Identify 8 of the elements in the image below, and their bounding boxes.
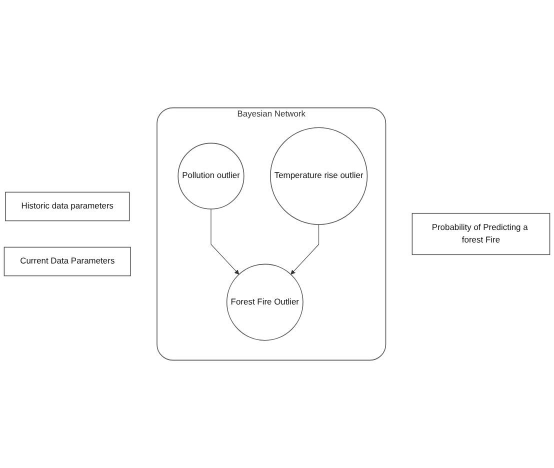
node-circle: Forest Fire Outlier (226, 264, 304, 341)
node-circle: Pollution outlier (178, 142, 244, 210)
arrow (210, 208, 240, 275)
node-box: Current Data Parameters (4, 246, 131, 276)
node-circle: Temperature rise outlier (270, 127, 368, 225)
node-box: Historic data parameters (5, 192, 130, 222)
arrow (290, 224, 320, 275)
node-box: Probability of Predicting a forest Fire (412, 212, 550, 256)
